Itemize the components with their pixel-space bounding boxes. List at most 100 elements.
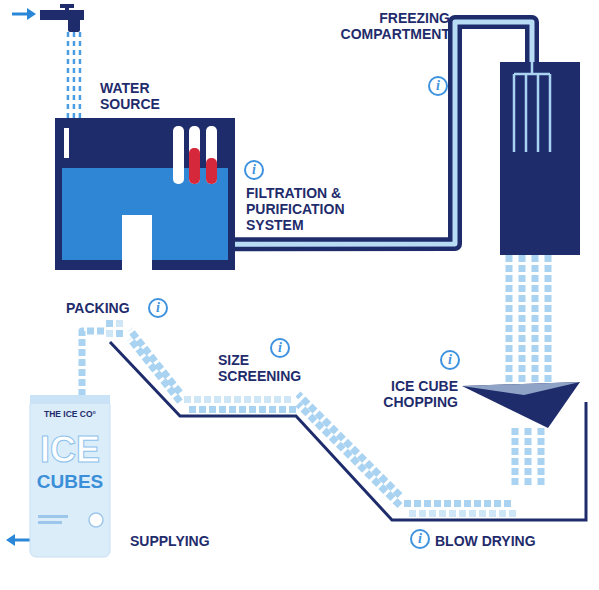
ice-cube — [289, 406, 296, 413]
info-icon: i — [410, 529, 430, 549]
ice-cube — [219, 406, 226, 413]
ice-cube — [209, 406, 216, 413]
cube-band — [180, 392, 298, 416]
ice-cube — [509, 510, 516, 517]
illustration-part — [65, 7, 69, 11]
ice-cube — [479, 510, 486, 517]
ice-cube — [259, 406, 266, 413]
screening-band: SIZE SCREENING — [180, 392, 298, 416]
illustration-part — [206, 126, 217, 184]
ice-cube — [269, 406, 276, 413]
ice-cube — [489, 510, 496, 517]
ice-cube — [419, 510, 426, 517]
flow-line — [73, 32, 76, 118]
ice-cube — [194, 396, 201, 403]
ice-cube — [454, 500, 461, 507]
illustration-part — [106, 330, 113, 337]
illustration-part — [500, 62, 580, 255]
illustration-part — [38, 521, 62, 524]
ice-cube — [494, 500, 501, 507]
arrow-shaft — [14, 539, 30, 542]
ice-cube — [434, 500, 441, 507]
flow-line — [67, 32, 70, 118]
illustration-part — [64, 128, 69, 158]
ice-flow — [515, 428, 541, 488]
ice-cube — [484, 500, 491, 507]
ice-cube — [424, 500, 431, 507]
ice-flow — [130, 330, 180, 402]
illustration-part — [206, 158, 217, 184]
info-icon: i — [148, 298, 168, 318]
flow-line — [79, 32, 82, 118]
stage-label: SUPPLYING — [130, 533, 240, 549]
flow-line — [506, 255, 513, 382]
info-icon: i — [428, 76, 448, 96]
arrow-head — [27, 8, 36, 20]
illustration-part — [462, 382, 580, 395]
illustration-part — [55, 118, 235, 270]
flow-line — [532, 255, 539, 382]
ice-cube — [444, 500, 451, 507]
ice-cube — [409, 510, 416, 517]
info-icon: i — [244, 160, 264, 180]
illustration-part — [30, 395, 110, 404]
stage-label: PACKING — [66, 300, 146, 316]
stage-label: ICE CUBE CHOPPING — [374, 378, 458, 410]
ice-cube — [474, 500, 481, 507]
packing-point: PACKING — [104, 318, 130, 344]
arrow-head — [6, 534, 15, 546]
ice-cube — [254, 396, 261, 403]
ice-cube — [279, 406, 286, 413]
illustration-part — [30, 399, 110, 557]
flow-line — [545, 255, 552, 382]
water-pipe — [235, 22, 532, 244]
flow-line — [512, 428, 519, 488]
flow-line — [525, 428, 532, 488]
ice-flow — [509, 255, 548, 382]
ice-cube — [464, 500, 471, 507]
ice-cube — [214, 396, 221, 403]
ice-cube — [504, 500, 511, 507]
cube-band — [400, 488, 585, 520]
conveyor-line — [110, 342, 586, 520]
outflow-arrow — [6, 534, 30, 546]
ice-cube — [274, 396, 281, 403]
illustration-part — [189, 148, 200, 184]
illustration-part — [462, 382, 580, 428]
ice-cube — [499, 510, 506, 517]
ice-cube — [459, 510, 466, 517]
stage-label: WATER SOURCE — [100, 80, 172, 112]
ice-cube — [184, 396, 191, 403]
stage-label: FILTRATION & PURIFICATION SYSTEM — [246, 185, 358, 233]
drying-band: BLOW DRYING — [400, 488, 585, 520]
ice-cube — [439, 510, 446, 517]
stage-label: BLOW DRYING — [435, 533, 565, 549]
illustration-part — [116, 320, 123, 327]
illustration-part — [106, 320, 113, 327]
ice-cube — [199, 406, 206, 413]
ice-cube — [229, 406, 236, 413]
illustration-part — [68, 14, 80, 32]
ice-cube — [449, 510, 456, 517]
stage-label: FREEZING COMPARTMENT — [332, 10, 450, 42]
ice-cube — [264, 396, 271, 403]
flow-line — [235, 22, 532, 244]
chopper-blade: ICE CUBE CHOPPING — [462, 382, 582, 428]
ice-cube — [204, 396, 211, 403]
flow-line — [130, 330, 180, 393]
illustration-part — [38, 515, 68, 518]
brand-name: THE ICE CO° — [36, 409, 104, 419]
ice-cube — [414, 500, 421, 507]
ice-cube — [224, 396, 231, 403]
cube-cluster — [104, 318, 130, 344]
ice-cube — [234, 396, 241, 403]
ice-cube — [469, 510, 476, 517]
flow-line — [519, 255, 526, 382]
product-word: CUBES — [32, 471, 108, 493]
illustration-part — [89, 513, 103, 527]
water-spray — [68, 32, 80, 118]
flow-line — [298, 404, 400, 506]
ice-cube — [429, 510, 436, 517]
